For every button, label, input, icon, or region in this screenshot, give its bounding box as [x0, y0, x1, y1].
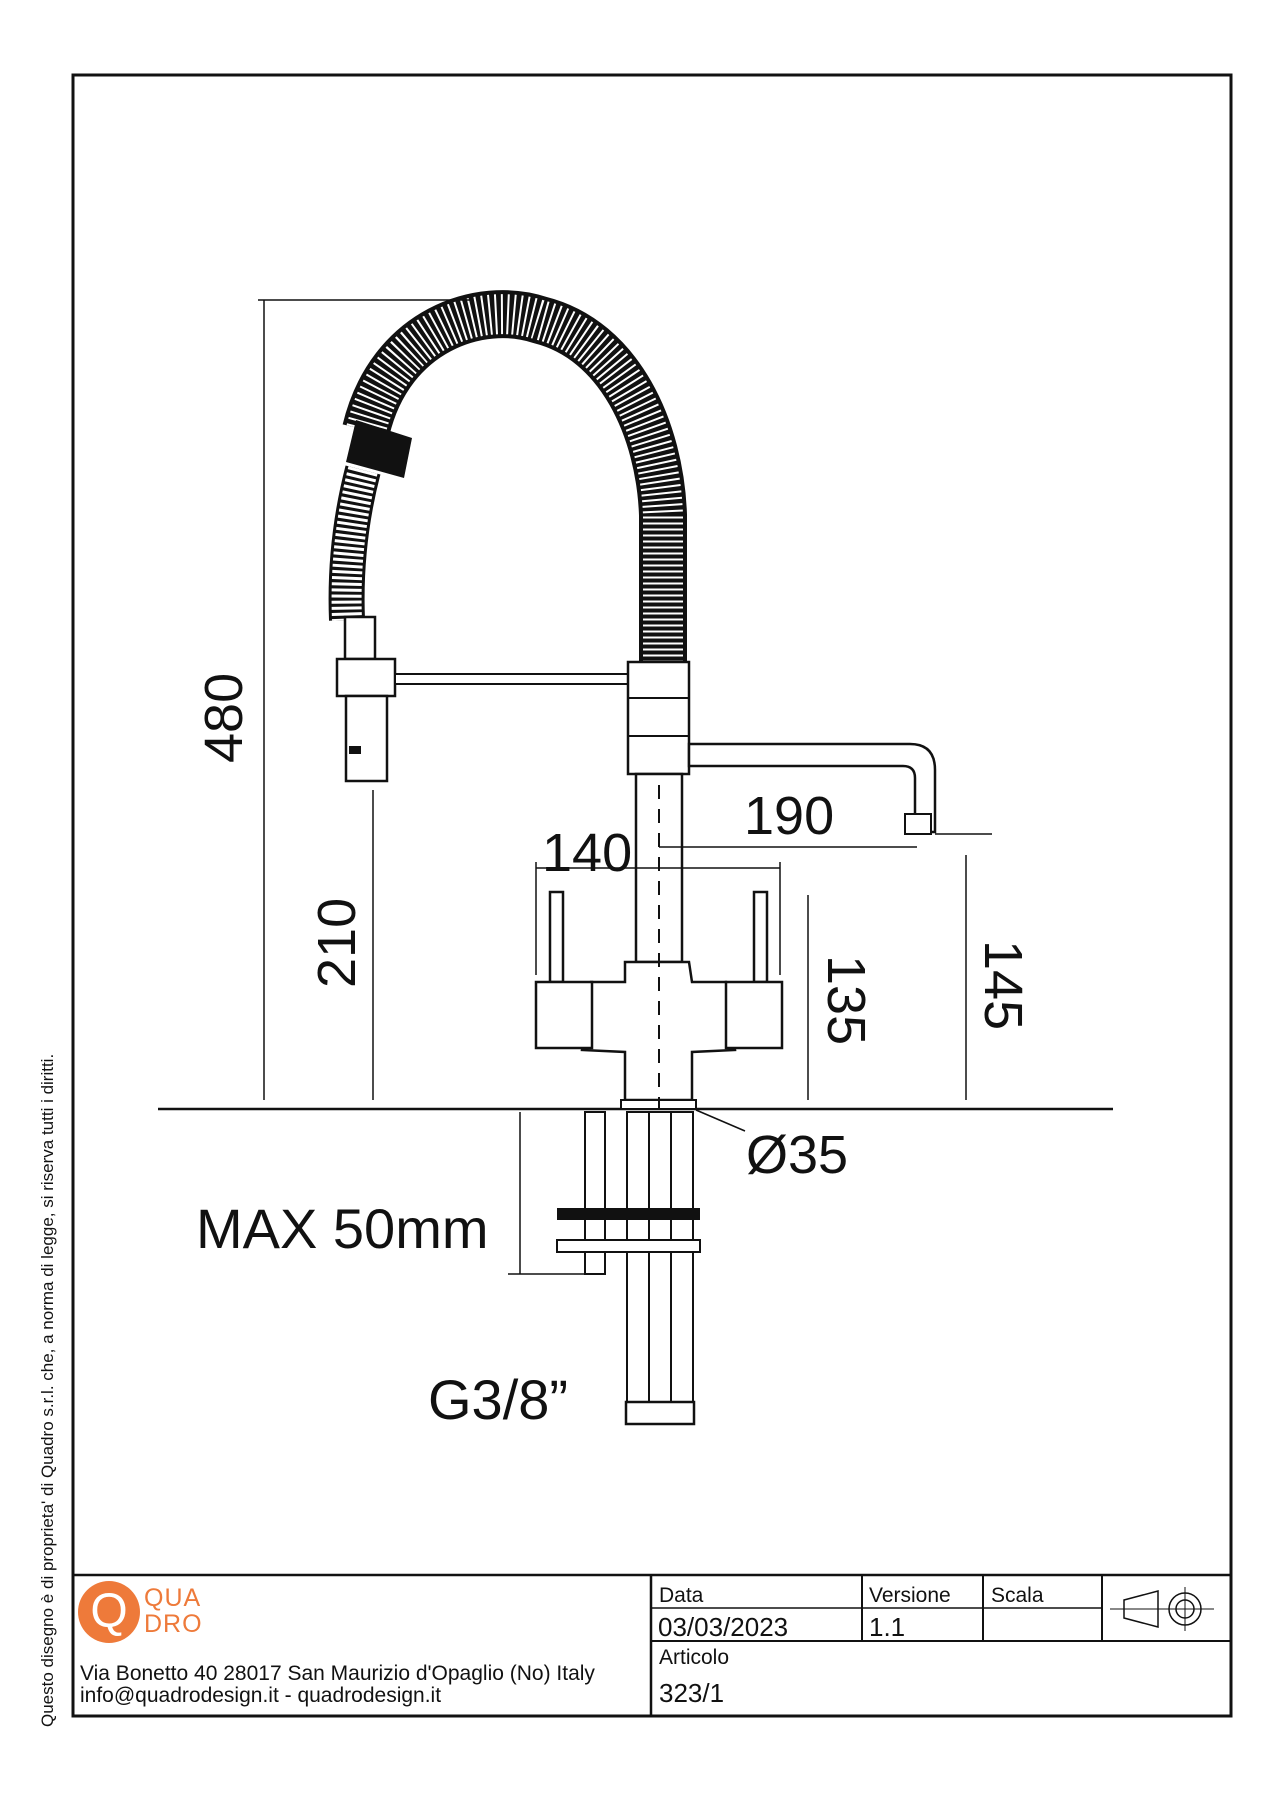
quadro-logo: Q QUA DRO: [78, 1581, 222, 1643]
right-handle-body: [724, 980, 784, 1050]
dimension-lines: [258, 299, 992, 1275]
aerator: [904, 813, 932, 835]
left-handle-lever: [548, 890, 565, 984]
dim-140: 140: [542, 823, 632, 883]
dim-connection: G3/8”: [428, 1368, 568, 1431]
dim-480: 480: [194, 673, 254, 763]
holder-arm: [394, 673, 633, 685]
dim-diameter: Ø35: [746, 1125, 848, 1185]
date-label: Data: [659, 1584, 704, 1607]
dim-135: 135: [816, 955, 876, 1045]
title-block-lines: [73, 1573, 1231, 1716]
logo-text-line2: DRO: [144, 1610, 203, 1638]
dim-190: 190: [744, 786, 834, 846]
hose-collar: [346, 420, 412, 478]
copyright-note: Questo disegno è di proprieta' di Quadro…: [38, 1053, 57, 1727]
scale-label: Scala: [991, 1584, 1044, 1607]
handshower-body: [344, 694, 389, 783]
threaded-rod: [584, 1111, 606, 1275]
dim-145: 145: [973, 940, 1033, 1030]
version-label: Versione: [869, 1584, 951, 1607]
handshower-holder: [335, 657, 397, 698]
hose-fitting: [624, 1400, 696, 1426]
spring-hose: [342, 290, 687, 665]
dim-210: 210: [307, 898, 367, 988]
version-value: 1.1: [869, 1612, 906, 1642]
address-line: Via Bonetto 40 28017 San Maurizio d'Opag…: [80, 1662, 595, 1685]
supply-hoses: [626, 1111, 694, 1423]
first-angle-projection-icon: [1110, 1587, 1214, 1631]
mounting-nut: [557, 1208, 700, 1220]
article-label: Articolo: [659, 1646, 730, 1669]
dim-max-thickness: MAX 50mm: [196, 1197, 489, 1260]
handshower-nut: [343, 615, 377, 661]
article-value: 323/1: [659, 1678, 725, 1708]
column-collar: [626, 660, 691, 776]
date-value: 03/03/2023: [658, 1612, 789, 1642]
left-handle-body: [534, 980, 594, 1050]
logo-text-line1: QUA: [144, 1584, 202, 1612]
mounting-washer: [556, 1239, 701, 1253]
right-handle-lever: [752, 890, 769, 984]
logo-mark: Q: [78, 1581, 140, 1643]
contact-line: info@quadrodesign.it - quadrodesign.it: [80, 1684, 442, 1707]
